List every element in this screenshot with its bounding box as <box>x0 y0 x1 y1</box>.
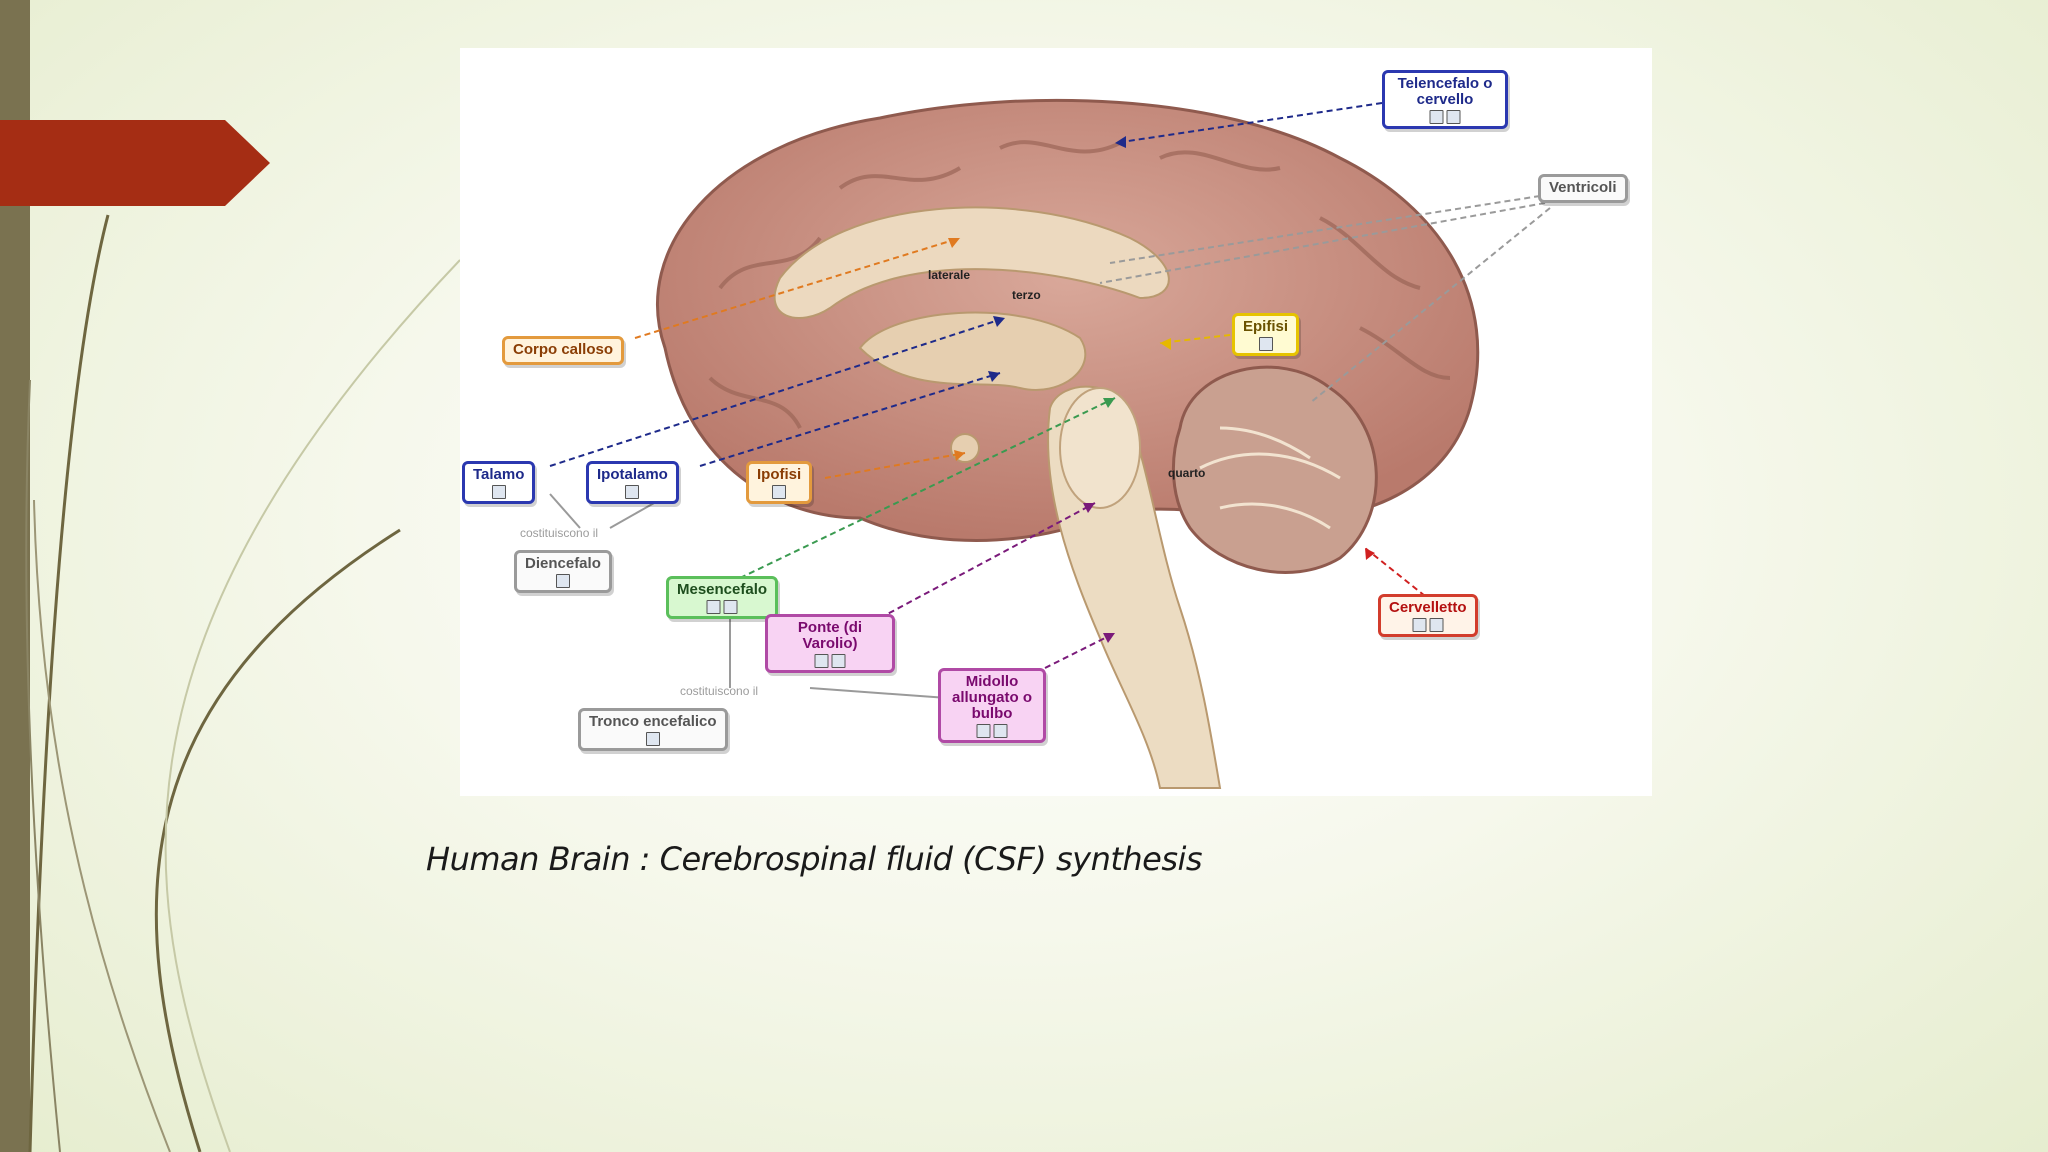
lateral-ventricle-label: laterale <box>928 268 971 282</box>
brain-illustration <box>549 98 1551 789</box>
red-pentagon-arrow <box>0 120 270 206</box>
label-icons <box>772 485 787 499</box>
label-icons <box>625 485 640 499</box>
fourth-ventricle-label: quarto <box>1168 466 1206 480</box>
hierarchy-icon[interactable] <box>1429 618 1444 632</box>
label-icons <box>645 732 660 746</box>
map-icon[interactable] <box>1429 110 1444 124</box>
label-cervelletto[interactable]: Cervelletto <box>1378 594 1478 637</box>
figure-caption: Human Brain : Cerebrospinal fluid (CSF) … <box>426 840 1203 878</box>
hierarchy-icon[interactable] <box>831 654 846 668</box>
map-icon[interactable] <box>772 485 787 499</box>
map-icon[interactable] <box>625 485 640 499</box>
label-ventricoli[interactable]: Ventricoli <box>1538 174 1628 203</box>
note-costituiscono-tronco: costituiscono il <box>680 684 759 698</box>
cerebellum <box>1172 365 1378 574</box>
label-mesencefalo[interactable]: Mesencefalo <box>666 576 779 619</box>
brain-diagram: laterale terzo quarto Telencefalo o cerv… <box>460 48 1652 796</box>
label-icons <box>814 654 846 668</box>
map-icon[interactable] <box>814 654 829 668</box>
third-ventricle-label: terzo <box>1012 288 1041 302</box>
map-icon[interactable] <box>706 600 721 614</box>
label-icons <box>491 485 506 499</box>
corpus-callosum <box>773 206 1170 319</box>
label-telencefalo[interactable]: Telencefalo o cervello <box>1382 70 1508 129</box>
label-epifisi[interactable]: Epifisi <box>1232 313 1300 356</box>
map-icon[interactable] <box>491 485 506 499</box>
label-icons <box>555 574 570 588</box>
map-icon[interactable] <box>976 724 991 738</box>
label-icons <box>976 724 1008 738</box>
label-icons <box>706 600 738 614</box>
label-icons <box>1258 337 1273 351</box>
label-icons <box>1412 618 1444 632</box>
decorative-swoosh <box>25 214 460 1152</box>
label-ponte[interactable]: Ponte (di Varolio) <box>765 614 895 673</box>
label-diencefalo[interactable]: Diencefalo <box>514 550 612 593</box>
label-ipofisi[interactable]: Ipofisi <box>746 461 813 504</box>
label-corpo-calloso[interactable]: Corpo calloso <box>502 336 625 365</box>
hierarchy-icon[interactable] <box>993 724 1008 738</box>
label-tronco-encefalico[interactable]: Tronco encefalico <box>578 708 728 751</box>
hierarchy-icon[interactable] <box>1446 110 1461 124</box>
hierarchy-icon[interactable] <box>723 600 738 614</box>
label-talamo[interactable]: Talamo <box>462 461 536 504</box>
map-icon[interactable] <box>645 732 660 746</box>
label-icons <box>1429 110 1461 124</box>
label-midollo[interactable]: Midollo allungato o bulbo <box>938 668 1046 743</box>
label-ipotalamo[interactable]: Ipotalamo <box>586 461 679 504</box>
map-icon[interactable] <box>1258 337 1273 351</box>
map-icon[interactable] <box>1412 618 1427 632</box>
hierarchy-icon[interactable] <box>555 574 570 588</box>
note-costituiscono-diencefalo: costituiscono il <box>520 526 599 540</box>
